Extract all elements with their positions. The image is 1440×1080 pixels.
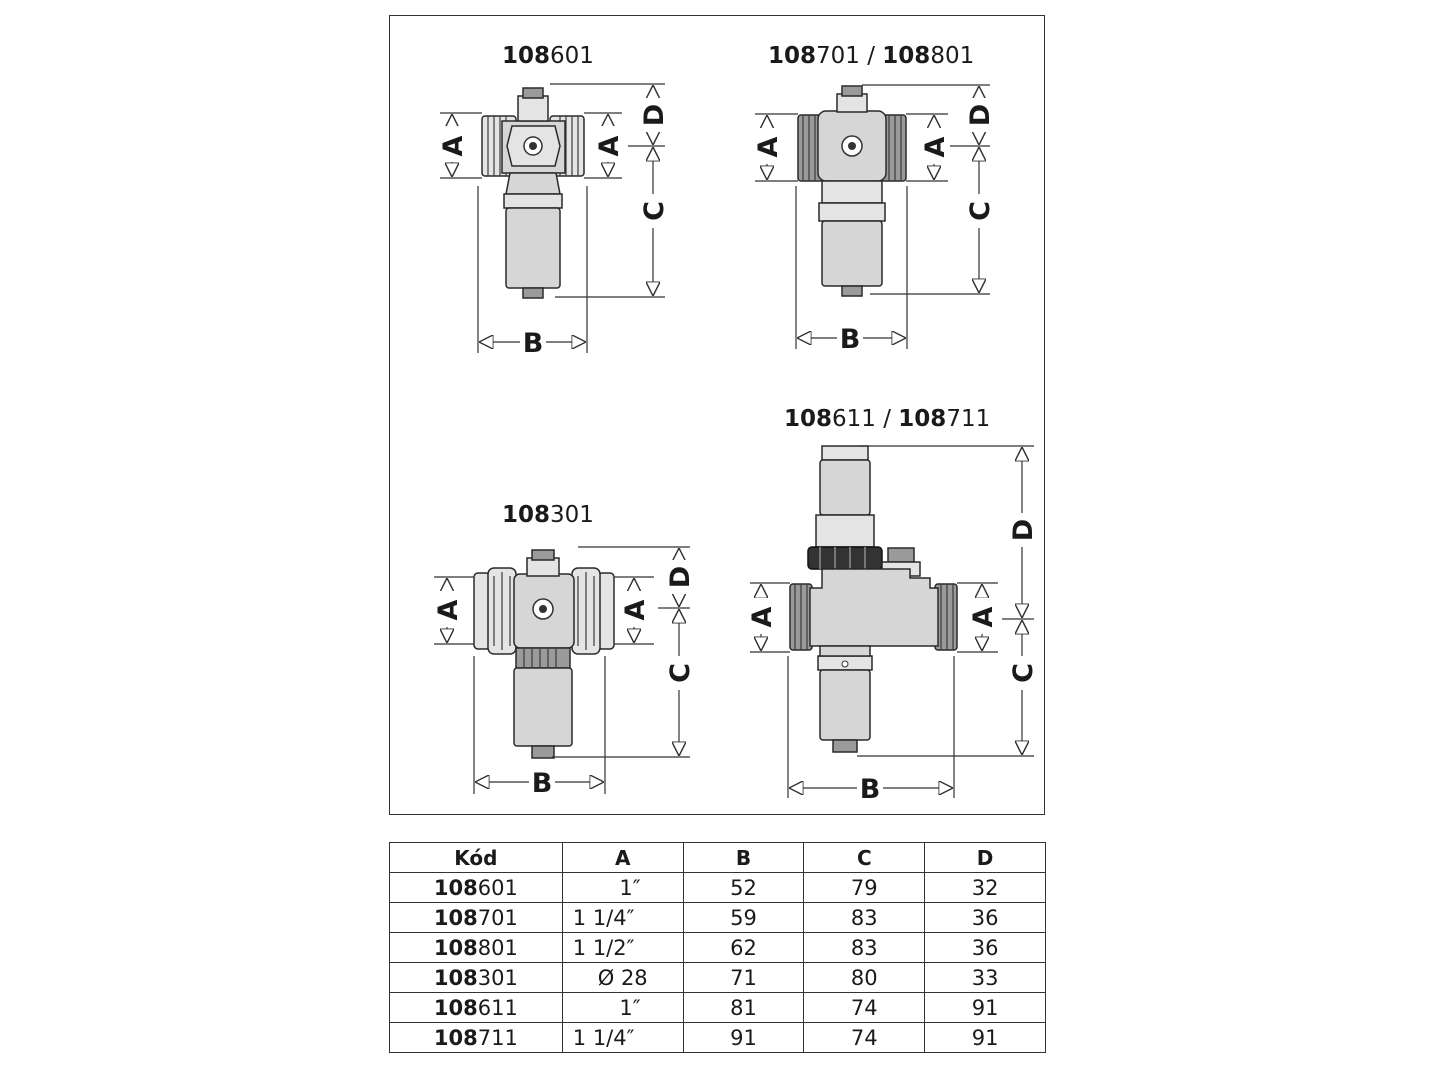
- valve-108601-icon: [481, 87, 585, 299]
- cell-b: 71: [682, 962, 805, 993]
- cell-b: 91: [682, 1022, 805, 1053]
- table-row: 108601 1″ 52 79 32: [389, 872, 1046, 903]
- diagram-108301: 108301 A A: [433, 502, 696, 799]
- cell-d: 36: [924, 932, 1046, 963]
- diagram-108601: 108601 A: [438, 43, 670, 359]
- cell-d: 91: [924, 992, 1046, 1023]
- cell-b: 59: [682, 902, 805, 933]
- cell-c: 74: [803, 992, 926, 1023]
- table-header-row: Kód A B C D: [389, 842, 1046, 873]
- dim-label-a: A: [438, 135, 469, 156]
- header-code: Kód: [389, 842, 563, 873]
- cell-code: 108711: [389, 1022, 563, 1053]
- header-d: D: [924, 842, 1046, 873]
- dim-label-c: C: [1008, 663, 1039, 683]
- header-c: C: [803, 842, 926, 873]
- dimension-drawing-panel: 108601 A: [389, 15, 1045, 815]
- table-row: 108301 Ø 28 71 80 33: [389, 962, 1046, 993]
- cell-c: 83: [803, 902, 926, 933]
- header-a: A: [561, 842, 684, 873]
- valve-108611-icon: [789, 445, 958, 753]
- cell-code: 108701: [389, 902, 563, 933]
- diagram-title: 108701 / 108801: [768, 43, 974, 69]
- cell-d: 33: [924, 962, 1046, 993]
- valve-108701-icon: [797, 85, 907, 297]
- dim-label-b: B: [523, 328, 544, 359]
- dim-label-a: A: [433, 599, 464, 620]
- cell-c: 80: [803, 962, 926, 993]
- cell-code: 108601: [389, 872, 563, 903]
- dim-label-d: D: [665, 566, 696, 588]
- dim-label-b: B: [532, 768, 553, 799]
- diagram-title: 108601: [502, 43, 594, 69]
- diagram-108701-108801: 108701 / 108801 A A: [753, 43, 996, 355]
- cell-d: 32: [924, 872, 1046, 903]
- cell-code: 108301: [389, 962, 563, 993]
- cell-c: 83: [803, 932, 926, 963]
- dim-label-c: C: [639, 201, 670, 221]
- diagram-title: 108611 / 108711: [784, 406, 990, 432]
- cell-a: 1 1/4″: [561, 902, 684, 933]
- dim-label-d: D: [639, 104, 670, 126]
- cell-code: 108801: [389, 932, 563, 963]
- cell-c: 74: [803, 1022, 926, 1053]
- valve-108301-icon: [473, 549, 615, 759]
- cell-a: 1″: [561, 872, 684, 903]
- table-row: 108611 1″ 81 74 91: [389, 992, 1046, 1023]
- cell-a: 1 1/2″: [561, 932, 684, 963]
- cell-d: 91: [924, 1022, 1046, 1053]
- cell-b: 52: [682, 872, 805, 903]
- cell-a: 1 1/4″: [561, 1022, 684, 1053]
- dim-label-d: D: [1008, 519, 1039, 541]
- dimension-drawings: 108601 A: [433, 43, 1039, 805]
- table-row: 108711 1 1/4″ 91 74 91: [389, 1022, 1046, 1053]
- cell-b: 81: [682, 992, 805, 1023]
- cell-code: 108611: [389, 992, 563, 1023]
- dim-label-a: A: [747, 606, 778, 627]
- cell-d: 36: [924, 902, 1046, 933]
- dim-label-b: B: [860, 774, 881, 805]
- table-row: 108801 1 1/2″ 62 83 36: [389, 932, 1046, 963]
- diagram-108611-108711: 108611 / 108711: [747, 406, 1039, 805]
- dim-label-d: D: [965, 104, 996, 126]
- dim-label-a: A: [968, 606, 999, 627]
- dim-label-c: C: [665, 663, 696, 683]
- dim-label-a: A: [594, 135, 625, 156]
- header-b: B: [682, 842, 805, 873]
- diagram-title: 108301: [502, 502, 594, 528]
- dim-label-c: C: [965, 201, 996, 221]
- dim-label-b: B: [840, 324, 861, 355]
- cell-a: 1″: [561, 992, 684, 1023]
- cell-c: 79: [803, 872, 926, 903]
- dim-label-a: A: [753, 136, 784, 157]
- dim-label-a: A: [920, 136, 951, 157]
- cell-a: Ø 28: [561, 962, 684, 993]
- table-row: 108701 1 1/4″ 59 83 36: [389, 902, 1046, 933]
- dimension-table: Kód A B C D 108601 1″ 52 79 32 108701 1 …: [389, 842, 1046, 1053]
- dim-label-a: A: [620, 599, 651, 620]
- cell-b: 62: [682, 932, 805, 963]
